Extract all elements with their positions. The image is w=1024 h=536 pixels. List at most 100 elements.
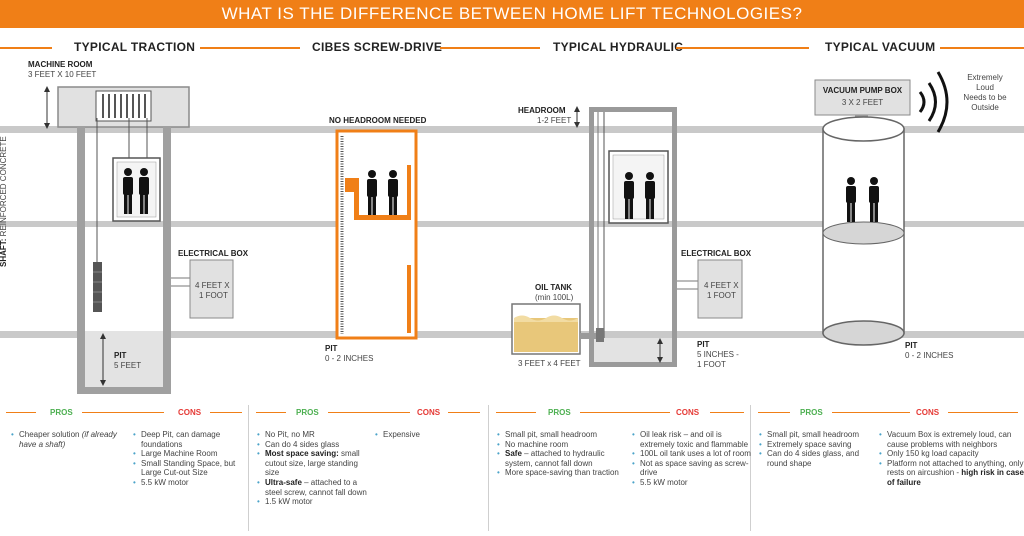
column-separator <box>488 405 489 531</box>
screw-cons-label: CONS <box>417 408 441 417</box>
shaft-wall-right <box>163 127 171 393</box>
traction-electrical-box-label: ELECTRICAL BOX <box>178 249 249 258</box>
shaft-label-bold: SHAFT: <box>0 238 8 267</box>
heading-rule <box>940 47 1024 49</box>
list-item: 5.5 kW motor <box>133 478 255 488</box>
shaft-label: SHAFT: REINFORCED CONCRETE <box>0 136 9 267</box>
person-icon <box>123 168 133 214</box>
hydraulic-pros-list: Small pit, small headroom No machine roo… <box>496 430 627 478</box>
traction-cons-list: Deep Pit, can damage foundations Large M… <box>132 430 255 488</box>
traction-box-size: 4 FEET X <box>195 281 230 290</box>
machine-room-label: MACHINE ROOM <box>28 60 93 69</box>
vacuum-cons-list: Vacuum Box is extremely loud, can cause … <box>878 430 1024 488</box>
pros-cons-rule <box>948 412 1018 413</box>
heading-rule <box>0 47 52 49</box>
vacuum-pit-size: 0 - 2 INCHES <box>905 351 954 360</box>
heading-traction: TYPICAL TRACTION <box>74 40 196 54</box>
machine-room-size: 3 FEET X 10 FEET <box>28 70 97 79</box>
screw-pros-label: PROS <box>296 408 319 417</box>
vacuum-lift <box>814 71 949 346</box>
list-item: Can do 4 sides glass <box>257 440 369 450</box>
hydraulic-pit-size: 1 FOOT <box>697 360 726 369</box>
list-item: Not as space saving as screw-drive <box>632 459 754 478</box>
heading-rule <box>440 47 540 49</box>
headroom-label: HEADROOM <box>518 106 566 115</box>
page-title: WHAT IS THE DIFFERENCE BETWEEN HOME LIFT… <box>0 0 1024 28</box>
person-icons <box>123 168 879 222</box>
person-icon <box>367 170 377 215</box>
pros-cons-rule <box>832 412 910 413</box>
screw-drive-platform <box>354 215 411 220</box>
person-icon <box>624 172 634 219</box>
pros-cons-rule <box>496 412 536 413</box>
screw-drive-lift <box>335 129 418 340</box>
traction-pros-label: PROS <box>50 408 73 417</box>
list-item: Small pit, small headroom <box>759 430 867 440</box>
list-item: Safe – attached to hydraulic system, can… <box>497 449 627 468</box>
hydraulic-frame-right <box>672 107 677 367</box>
pros-cons-rule <box>580 412 670 413</box>
pros-cons-rule <box>210 412 242 413</box>
heading-rule <box>200 47 300 49</box>
pros-cons-rule <box>758 412 790 413</box>
person-icon <box>869 177 879 222</box>
heading-hydraulic: TYPICAL HYDRAULIC <box>553 40 684 54</box>
person-icon <box>139 168 149 214</box>
vacuum-cons-label: CONS <box>916 408 940 417</box>
person-icon <box>645 172 655 219</box>
list-item: No machine room <box>497 440 627 450</box>
headroom-size: 1-2 FEET <box>537 116 572 125</box>
list-item: Small pit, small headroom <box>497 430 627 440</box>
screw-pit-size: 0 - 2 INCHES <box>325 354 374 363</box>
hydraulic-electrical-box <box>697 259 743 319</box>
screw-drive-tower <box>335 129 418 340</box>
heading-vacuum: TYPICAL VACUUM <box>825 40 936 54</box>
screw-pit-label: PIT <box>325 344 338 353</box>
hydraulic-lift <box>511 106 743 367</box>
vacuum-platform-top <box>822 221 905 245</box>
list-item: Most space saving: small cutout size, la… <box>257 449 369 478</box>
floor-slab-middle <box>0 221 1024 227</box>
counterweight <box>93 262 102 312</box>
pros-cons-rule <box>328 412 410 413</box>
hydraulic-box-size: 4 FEET X <box>704 281 739 290</box>
list-item: Cheaper solution (if already have a shaf… <box>11 430 123 449</box>
loud-note: Outside <box>971 103 999 112</box>
hydraulic-pit-size: 5 INCHES - <box>697 350 739 359</box>
pros-cons-rule <box>6 412 36 413</box>
list-item: 100L oil tank uses a lot of room <box>632 449 754 459</box>
person-icon <box>846 177 856 222</box>
vacuum-pros-list: Small pit, small headroom Extremely spac… <box>758 430 867 468</box>
traction-cons-label: CONS <box>178 408 202 417</box>
list-item: 1.5 kW motor <box>257 497 369 507</box>
list-item: Small Standing Space, but Large Cut-out … <box>133 459 255 478</box>
traction-pit <box>85 331 163 387</box>
hydraulic-frame-top <box>589 107 677 112</box>
pros-cons-rule <box>448 412 480 413</box>
hydraulic-pit-label: PIT <box>697 340 710 349</box>
vacuum-pros-label: PROS <box>800 408 823 417</box>
vacuum-platform-bottom <box>822 320 905 346</box>
pump-box-label: VACUUM PUMP BOX <box>822 86 903 95</box>
oil-tank-label: OIL TANK <box>535 283 573 292</box>
pros-cons-rule <box>710 412 744 413</box>
list-item: No Pit, no MR <box>257 430 369 440</box>
shaft-label-text: REINFORCED CONCRETE <box>0 136 8 237</box>
pump-box-size: 3 X 2 FEET <box>841 98 884 107</box>
floor-slab-upper <box>0 126 1024 133</box>
pros-cons-rule <box>82 412 164 413</box>
shaft-floor <box>77 387 171 394</box>
list-item: Extremely space saving <box>759 440 867 450</box>
traction-lift <box>44 86 234 394</box>
person-icon <box>388 170 398 215</box>
hydraulic-pros-label: PROS <box>548 408 571 417</box>
pros-cons-rule <box>256 412 286 413</box>
list-item: Expensive <box>375 430 489 440</box>
hydraulic-box-size: 1 FOOT <box>707 291 736 300</box>
hydraulic-frame-left <box>589 107 594 367</box>
list-item: Ultra-safe – attached to a steel screw, … <box>257 478 369 497</box>
list-item: Can do 4 sides glass, and round shape <box>759 449 867 468</box>
oil-tank-dims: 3 FEET x 4 FEET <box>518 359 581 368</box>
list-item: Large Machine Room <box>133 449 255 459</box>
